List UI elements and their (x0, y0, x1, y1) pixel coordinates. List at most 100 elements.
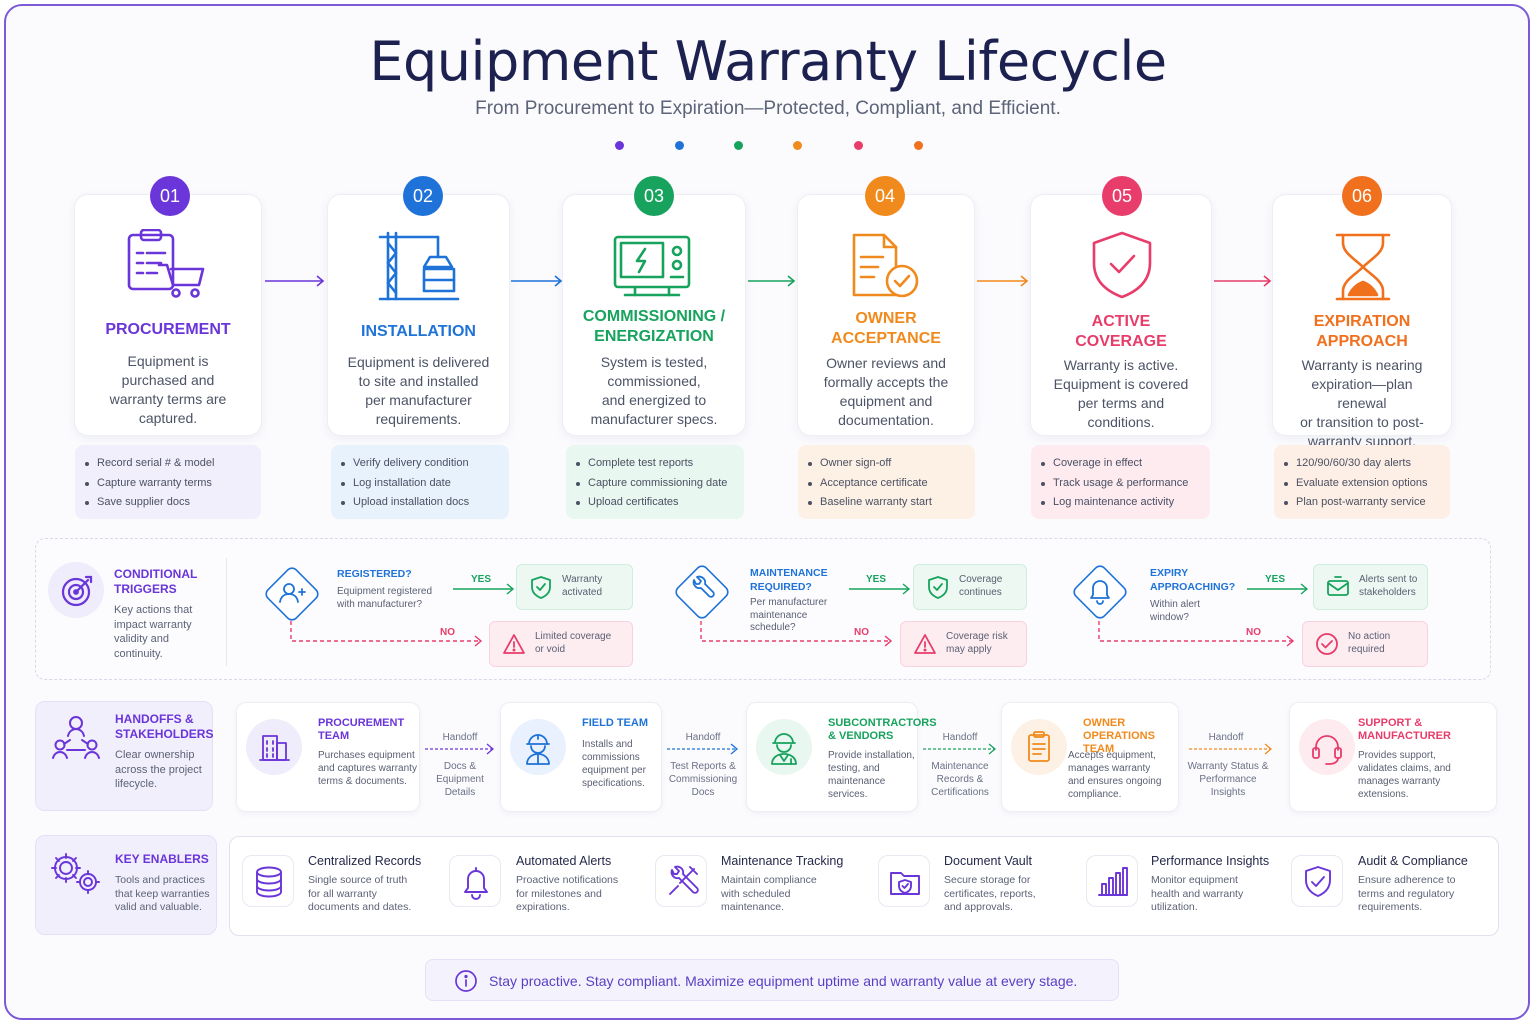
no-arrow (1098, 621, 1295, 647)
title-line: TEAM (1083, 743, 1115, 755)
desc-line: Per manufacturer (750, 597, 828, 608)
desc-line: Single source of truth (308, 874, 408, 886)
desc-line: Accepts equipment, (1068, 750, 1156, 761)
role-card-subcontractors: SUBCONTRACTORS& VENDORS Provide installa… (746, 702, 937, 812)
transfer-line: Commissioning (668, 774, 738, 785)
building-icon (246, 719, 302, 775)
checklist-item: Upload installation docs (341, 493, 499, 513)
desc-line: testing, and (828, 763, 880, 774)
stage-number-badge: 01 (150, 176, 190, 216)
handoff-arrow (923, 743, 997, 755)
shield-check-icon (531, 576, 551, 599)
transfer-line: Performance (1199, 774, 1257, 785)
checklist-item: Capture commissioning date (576, 474, 734, 494)
technician-icon (756, 719, 812, 775)
desc-line: that keep warranties (115, 887, 210, 900)
transfer-line: Details (444, 787, 476, 798)
desc-line: maintenance. (721, 901, 785, 913)
outcome-line: activated (562, 587, 603, 598)
enabler-title: Centralized Records (308, 854, 422, 868)
desc-line: Provides support, (1358, 750, 1436, 761)
title-line: PROCUREMENT (318, 717, 405, 729)
transfer-line: Docs (691, 787, 715, 798)
enabler-title: Maintenance Tracking (721, 854, 844, 868)
role-card-support-manufacturer: SUPPORT &MANUFACTURER Provides support,v… (1289, 702, 1497, 812)
role-title: SUBCONTRACTORS& VENDORS (828, 717, 937, 743)
footer-banner: Stay proactive. Stay compliant. Maximize… (425, 959, 1119, 1001)
enabler-title: Audit & Compliance (1358, 854, 1468, 868)
desc-line: conditions. (1087, 414, 1155, 430)
bar-chart-icon (1086, 855, 1138, 907)
stage-description: Warranty is nearing expiration—plan renew… (1287, 356, 1437, 451)
role-title: SUPPORT &MANUFACTURER (1358, 717, 1451, 743)
checklist-item: Coverage in effect (1041, 454, 1200, 474)
desc-line: expiration—plan renewal (1311, 376, 1413, 411)
worker-helmet-icon (510, 719, 566, 775)
stage-title-line: OWNER (855, 310, 917, 327)
enabler-title: Performance Insights (1151, 854, 1270, 868)
desc-line: and captures warranty (318, 763, 417, 774)
desc-line: Equipment registered (337, 586, 433, 597)
outcome-line: required (1348, 644, 1385, 655)
desc-line: Equipment is covered (1053, 376, 1189, 392)
title-line: TRIGGERS (114, 582, 177, 596)
crane-icon (328, 229, 509, 309)
document-check-icon (798, 229, 974, 309)
checklist-item: Log maintenance activity (1041, 493, 1200, 513)
outcome-line: Alerts sent to (1359, 574, 1418, 585)
desc-line: impact warranty (114, 618, 192, 631)
team-network-icon (52, 716, 100, 759)
desc-line: expirations. (516, 901, 570, 913)
desc-line: Warranty is active. (1063, 357, 1179, 373)
desc-line: specifications. (582, 778, 645, 789)
outcome-line: or void (535, 644, 566, 655)
handoff-arrow (667, 743, 739, 755)
progress-dot (854, 141, 863, 150)
desc-line: utilization. (1151, 901, 1198, 913)
transfer-line: Warranty Status & (1187, 761, 1269, 772)
desc-line: lifecycle. (115, 778, 158, 790)
desc-line: terms and regulatory (1358, 887, 1455, 900)
desc-line: maintenance (828, 776, 886, 787)
desc-line: equipment per (582, 765, 646, 776)
desc-line: for all warranty (308, 887, 377, 900)
desc-line: Warranty is nearing (1301, 357, 1423, 373)
question-line: REGISTERED? (337, 568, 412, 580)
title-line: CONDITIONAL (114, 567, 198, 581)
checklist-item: Capture warranty terms (85, 474, 251, 494)
desc-line: commissions (582, 752, 640, 763)
stage-description: System is tested,commissioned,and energi… (577, 353, 731, 429)
stage-title-line: COMMISSIONING / (582, 308, 726, 325)
title-line: & VENDORS (828, 730, 894, 742)
desc-line: Installs and (582, 739, 633, 750)
target-icon (48, 562, 104, 618)
stage-title-line: INSTALLATION (361, 323, 476, 340)
yes-label: YES (1265, 574, 1286, 585)
title-line: SUPPORT & (1358, 717, 1423, 729)
desc-line: and ensures ongoing (1068, 776, 1162, 787)
title-line: OWNER OPERATIONS (1083, 717, 1155, 742)
handoff-label: Handoff (685, 732, 721, 743)
stage-number-badge: 04 (865, 176, 905, 216)
envelope-icon (1327, 576, 1349, 596)
desc-line: health and warranty (1151, 887, 1244, 900)
page-title: Equipment Warranty Lifecycle (369, 30, 1167, 93)
desc-line: services. (828, 789, 868, 800)
transfer-line: Certifications (931, 787, 989, 798)
handoffs-panel (35, 701, 213, 811)
